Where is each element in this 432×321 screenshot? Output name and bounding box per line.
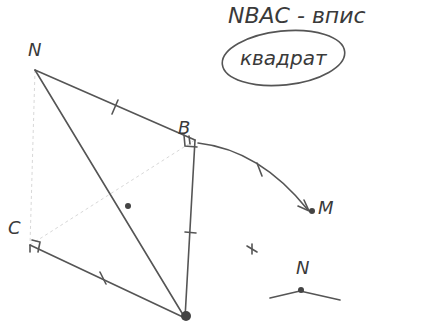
point-label: N	[28, 40, 41, 60]
point-label: C	[8, 218, 21, 238]
point-label: M	[318, 198, 334, 218]
node-text: квадрат	[240, 47, 327, 69]
point-label: N	[296, 258, 309, 278]
point-label: B	[178, 118, 190, 138]
handwritten-note: NBAC - впис	[228, 4, 366, 28]
circled-word: квадрат	[220, 29, 347, 87]
